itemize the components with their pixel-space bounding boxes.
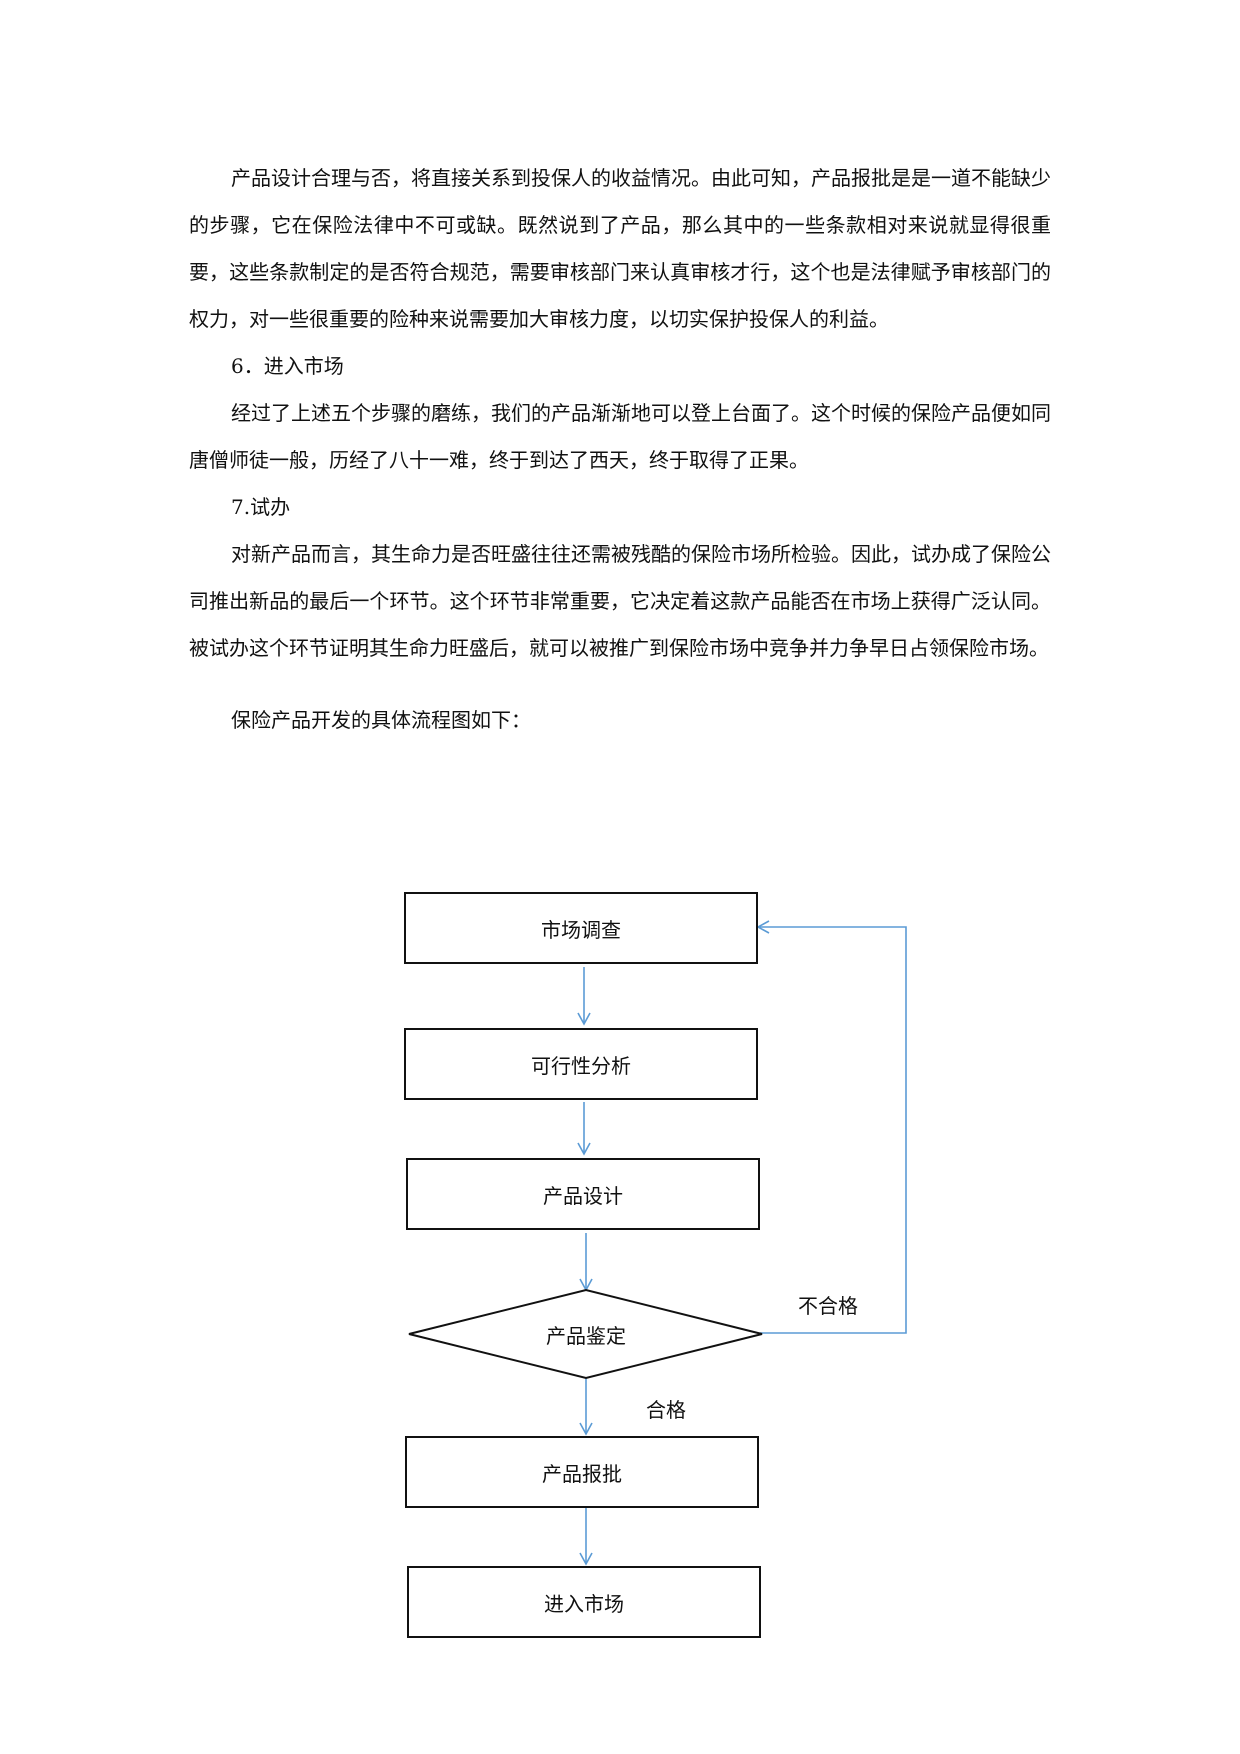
node-product-approval: 产品报批: [405, 1436, 759, 1508]
edge-label-fail: 不合格: [798, 1294, 858, 1318]
body-text: 产品设计合理与否，将直接关系到投保人的收益情况。由此可知，产品报批是是一道不能缺…: [189, 155, 1051, 744]
paragraph-trial: 对新产品而言，其生命力是否旺盛往往还需被残酷的保险市场所检验。因此，试办成了保险…: [189, 542, 1051, 660]
heading-enter-market: 6．进入市场: [231, 354, 344, 378]
paragraph-enter-market: 经过了上述五个步骤的磨练，我们的产品渐渐地可以登上台面了。这个时候的保险产品便如…: [189, 401, 1051, 472]
node-feasibility-analysis: 可行性分析: [404, 1028, 758, 1100]
heading-trial: 7.试办: [231, 495, 291, 519]
node-market-research-label: 市场调查: [541, 917, 621, 942]
spacer: [189, 672, 1051, 697]
node-enter-market-label: 进入市场: [544, 1591, 624, 1616]
node-market-research: 市场调查: [404, 892, 758, 964]
node-feasibility-analysis-label: 可行性分析: [531, 1053, 631, 1078]
node-product-design-label: 产品设计: [543, 1183, 623, 1208]
arrow-fail-loop: [756, 920, 907, 1334]
paragraph-flowchart-intro: 保险产品开发的具体流程图如下：: [231, 708, 531, 732]
node-enter-market: 进入市场: [407, 1566, 761, 1638]
node-product-design: 产品设计: [406, 1158, 760, 1230]
edge-label-pass: 合格: [646, 1398, 686, 1422]
node-product-appraisal-label: 产品鉴定: [546, 1324, 626, 1348]
paragraph-product-design: 产品设计合理与否，将直接关系到投保人的收益情况。由此可知，产品报批是是一道不能缺…: [189, 166, 1051, 331]
node-product-approval-label: 产品报批: [542, 1461, 622, 1486]
